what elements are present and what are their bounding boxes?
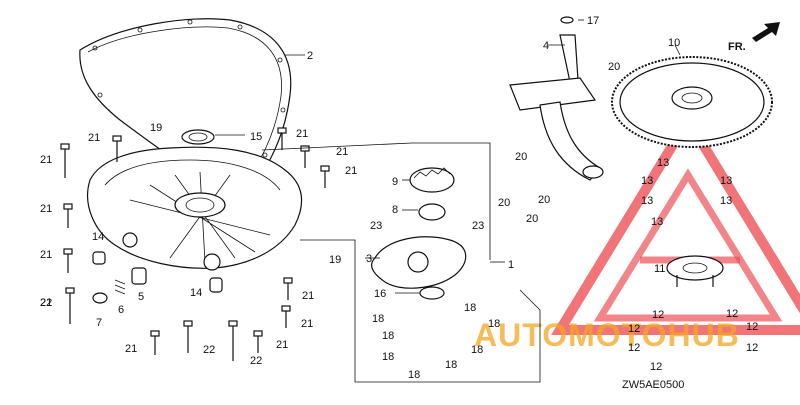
callout: 17 (587, 15, 599, 27)
front-direction-arrow (752, 22, 780, 42)
callout: 21 (302, 290, 314, 302)
callout: 12 (628, 342, 640, 354)
callout: 18 (488, 318, 500, 330)
callout: 21 (40, 154, 52, 166)
callout: 4 (543, 40, 549, 52)
oil-pan-case (87, 146, 303, 271)
callout: 20 (498, 197, 510, 209)
callout: 10 (668, 37, 680, 49)
callout: 22 (250, 355, 262, 367)
callout: 6 (118, 304, 124, 316)
callout: 20 (608, 61, 620, 73)
callout: 12 (652, 309, 664, 321)
callout: 16 (374, 288, 386, 300)
callout: 20 (526, 213, 538, 225)
callout: 14 (190, 287, 202, 299)
callout: 21 (301, 318, 313, 330)
oil-seal (181, 129, 215, 145)
watermark-text: AUTOMOTOHUB (474, 317, 740, 353)
callout: 19 (150, 122, 162, 134)
callout: 12 (628, 323, 640, 335)
callout: 12 (726, 308, 738, 320)
callout: 18 (382, 330, 394, 342)
pump-gears (409, 167, 455, 300)
callout: 3 (366, 253, 372, 265)
callout: 9 (392, 176, 398, 188)
coupling (666, 255, 724, 287)
callout: 22 (40, 297, 52, 309)
callout: 12 (650, 361, 662, 373)
diagram-code: ZW5AE0500 (622, 379, 684, 391)
callout: 13 (641, 175, 653, 187)
callout: 21 (40, 297, 52, 309)
callout: 13 (720, 195, 732, 207)
watermark-logo (551, 110, 800, 335)
front-direction-label: FR. (728, 41, 746, 53)
callout: 21 (345, 165, 357, 177)
callout: 14 (92, 231, 104, 243)
callout: 21 (88, 132, 100, 144)
callout: 18 (445, 359, 457, 371)
callout: 1 (508, 259, 514, 271)
callout: 22 (203, 344, 215, 356)
callout: 20 (538, 194, 550, 206)
callout: 21 (125, 343, 137, 355)
callout: 11 (654, 263, 665, 275)
callout: 18 (372, 313, 384, 325)
callout: 23 (370, 220, 382, 232)
callout: 21 (276, 339, 288, 351)
callout: 2 (307, 50, 313, 62)
callout: 13 (657, 157, 669, 169)
callout: 18 (382, 351, 394, 363)
callout: 21 (40, 203, 52, 215)
callout: 12 (746, 342, 758, 354)
callout: 13 (651, 216, 663, 228)
callout: 18 (408, 369, 420, 381)
callout: 23 (472, 220, 484, 232)
plug-parts (92, 251, 223, 304)
callout: 20 (515, 151, 527, 163)
oil-pipe (509, 16, 604, 181)
callout: 8 (392, 204, 398, 216)
callout: 18 (464, 302, 476, 314)
callout: 12 (746, 321, 758, 333)
bolts (60, 127, 330, 361)
gasket (79, 18, 292, 196)
pump-assembly-frame (261, 142, 541, 383)
callout: 5 (138, 291, 144, 303)
callout: 18 (471, 344, 483, 356)
callout: 7 (96, 317, 102, 329)
callout-labels: 1 2 3 4 5 6 7 8 9 10 11 12 12 12 12 12 1… (40, 15, 758, 381)
callout: 21 (336, 146, 348, 158)
callout: 19 (329, 254, 341, 266)
callout: 21 (40, 249, 52, 261)
flywheel (611, 56, 773, 148)
callout: 13 (641, 195, 653, 207)
callout: 15 (250, 131, 262, 143)
callout: 21 (296, 128, 308, 140)
callout: 13 (720, 175, 732, 187)
leader-lines (215, 19, 681, 294)
